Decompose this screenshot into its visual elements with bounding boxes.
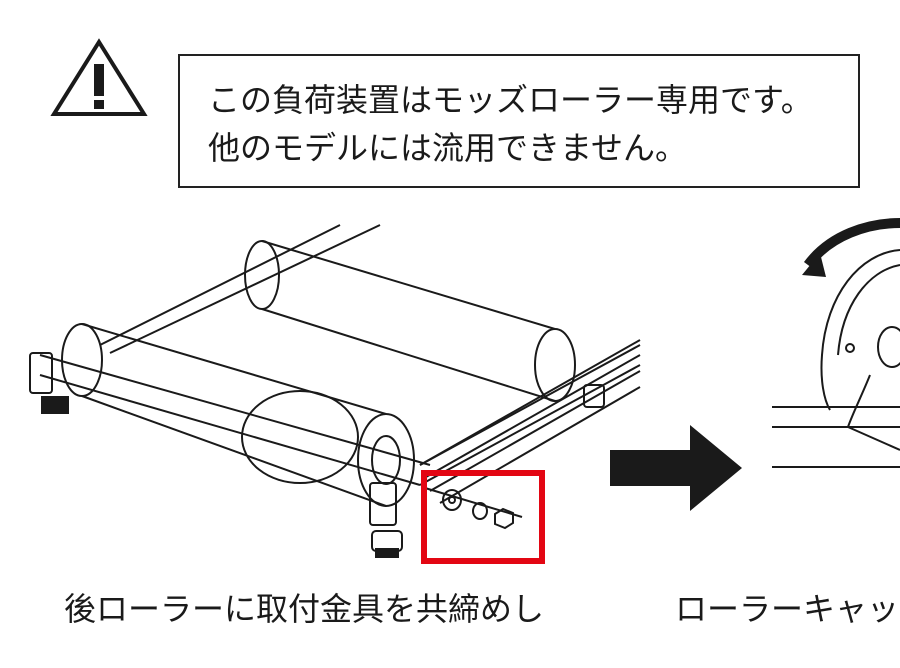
roller-cap-illustration (772, 218, 900, 468)
frame-rails (99, 224, 641, 504)
notice-line-1: この負荷装置はモッズローラー専用です。 (208, 81, 813, 119)
drive-belt (241, 390, 359, 484)
hardware-highlight-box (421, 470, 545, 564)
notice-box: この負荷装置はモッズローラー専用です。 他のモデルには流用できません。 (178, 54, 860, 188)
roller-illustration (29, 218, 900, 564)
step-caption-1: 後ローラーに取付金具を共締めし (64, 590, 545, 628)
next-step-arrow (610, 425, 742, 511)
warning-icon (50, 38, 148, 116)
back-roller (244, 240, 576, 402)
mounting-hardware (424, 487, 523, 530)
frame-end-caps (29, 352, 605, 526)
notice-line-2: 他のモデルには流用できません。 (208, 129, 688, 167)
side-frame (39, 344, 641, 486)
step-caption-2: ローラーキャッ (675, 590, 900, 628)
frame-feet (41, 396, 403, 558)
